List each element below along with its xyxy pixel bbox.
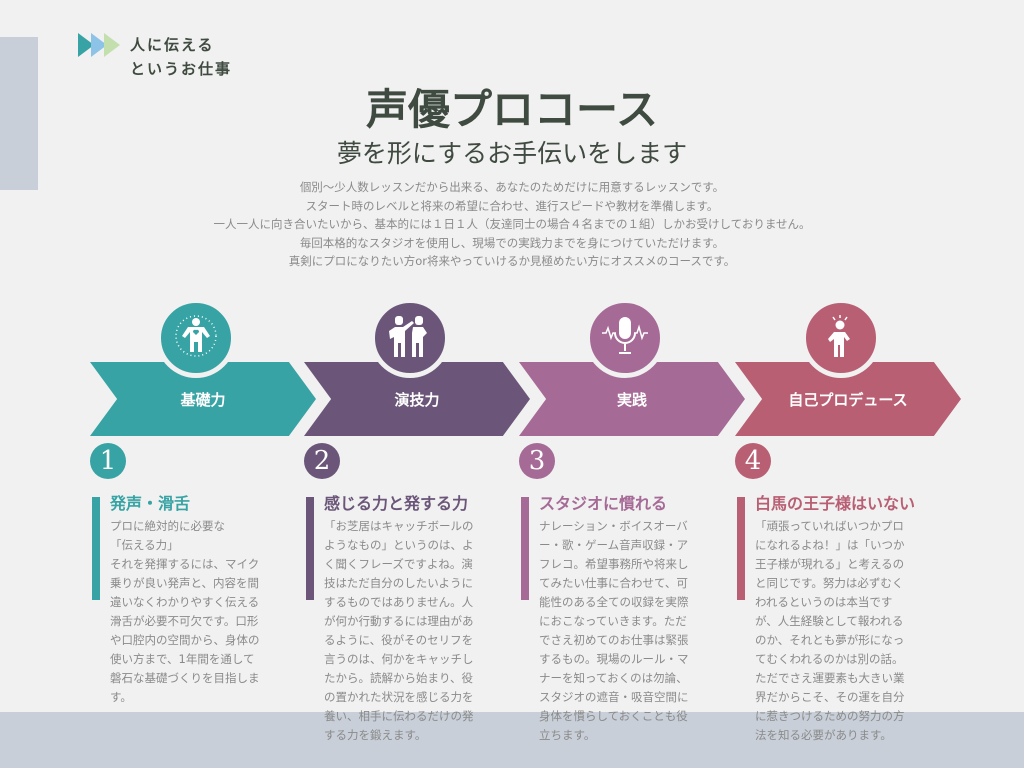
card-title: 発声・滑舌 [110, 494, 191, 513]
person-idea-icon [818, 313, 864, 363]
card-title: 感じる力と発する力 [324, 494, 469, 513]
step-chevron: 実践 [519, 362, 745, 436]
accent-bar [521, 497, 529, 600]
logo: 人に伝えるというお仕事 [78, 33, 232, 81]
intro-line: 真剣にプロになりたい方or将来やっていけるか見極めたい方にオススメのコースです。 [288, 254, 736, 268]
accent-bar [737, 497, 745, 600]
step-icon-circle [156, 298, 236, 378]
step-icon-circle [585, 298, 665, 378]
body-heart-icon [173, 313, 219, 363]
accent-bar [306, 497, 314, 600]
chevrons-icon [78, 33, 124, 57]
decorative-block [0, 37, 38, 190]
intro-line: 個別〜少人数レッスンだから出来る、あなたのためだけに用意するレッスンです。 [299, 180, 725, 194]
intro-line: 毎回本格的なスタジオを使用し、現場での実践力までを身につけていただけます。 [299, 235, 725, 250]
step-number: 4 [735, 443, 771, 479]
card-body: ナレーション・ボイスオーバー・歌・ゲーム音声収録・アフレコ。希望事務所や将来して… [539, 519, 689, 742]
page-title: 声優プロコース [366, 85, 658, 134]
page-subtitle: 夢を形にするお手伝いをします [336, 139, 688, 168]
step-number: 3 [519, 443, 555, 479]
card-body: 「頑張っていればいつかプロになれるよね！」は「いつか王子様が現れる」と考えるのと… [755, 519, 905, 742]
card-body: プロに絶対的に必要な 「伝える力」 それを発揮するには、マイク乗りが良い発声と、… [110, 519, 260, 704]
intro-text: 個別〜少人数レッスンだから出来る、あなたのためだけに用意するレッスンです。 スタ… [0, 178, 1024, 271]
step-icon-circle [370, 298, 450, 378]
step-label: 実践 [616, 390, 647, 409]
actors-icon [385, 313, 435, 363]
card-body: 「お芝居はキャッチボールのようなもの」というのは、よく聞くフレーズですよね。演技… [324, 519, 474, 742]
step-label: 演技力 [394, 390, 440, 409]
step-icon-circle [801, 298, 881, 378]
step-label: 自己プロデュース [788, 390, 908, 409]
accent-bar [92, 497, 100, 600]
card-title: スタジオに慣れる [539, 494, 668, 513]
intro-line: 一人一人に向き合いたいから、基本的には１日１人（友達同士の場合４名までの１組）し… [213, 217, 811, 231]
intro-line: スタート時のレベルと将来の希望に合わせ、進行スピードや教材を準備します。 [305, 198, 719, 213]
microphone-icon [600, 313, 650, 363]
logo-line2: というお仕事 [130, 60, 233, 78]
logo-line1: 人に伝える [130, 36, 215, 54]
card-title: 白馬の王子様はいない [755, 494, 916, 513]
step-number: 2 [304, 443, 340, 479]
footer-band [0, 712, 1024, 768]
step-label: 基礎力 [180, 390, 226, 409]
step-number: 1 [90, 443, 126, 479]
